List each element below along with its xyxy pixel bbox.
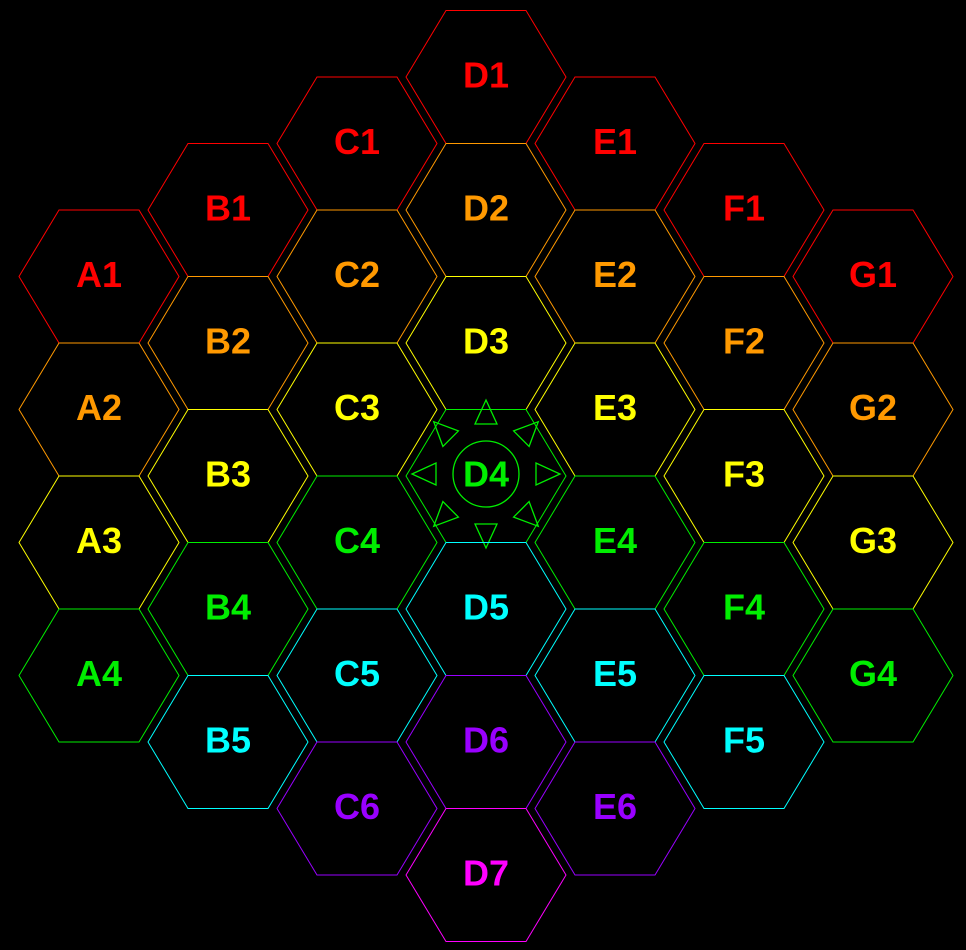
hex-label: E1 <box>593 121 637 162</box>
hex-cell-f4[interactable]: F4 <box>663 542 825 676</box>
hex-label: G4 <box>849 653 897 694</box>
hex-label: C5 <box>334 653 380 694</box>
hex-cell-e5[interactable]: E5 <box>534 608 696 743</box>
hex-cell-f2[interactable]: F2 <box>663 276 825 410</box>
hex-label: D4 <box>463 454 509 495</box>
hex-cell-g2[interactable]: G2 <box>792 342 954 477</box>
hex-label: B2 <box>205 321 251 362</box>
hex-label: C4 <box>334 520 380 561</box>
hex-label: D1 <box>463 55 509 96</box>
hex-label: D2 <box>463 188 509 229</box>
hex-label: D7 <box>463 853 509 894</box>
hex-label: E2 <box>593 254 637 295</box>
hex-label: G2 <box>849 387 897 428</box>
hex-cell-c3[interactable]: C3 <box>276 342 438 477</box>
hex-label: B5 <box>205 720 251 761</box>
hex-cell-e1[interactable]: E1 <box>534 76 696 211</box>
hex-cell-c5[interactable]: C5 <box>276 608 438 743</box>
hex-label: F4 <box>723 587 765 628</box>
hex-cell-a2[interactable]: A2 <box>18 342 180 477</box>
hex-label: A4 <box>76 653 122 694</box>
hex-label: F3 <box>723 454 765 495</box>
hex-label: G1 <box>849 254 897 295</box>
hex-cell-b4[interactable]: B4 <box>147 542 309 676</box>
hex-label: G3 <box>849 520 897 561</box>
hex-cell-d6[interactable]: D6 <box>405 675 567 809</box>
hex-label: C1 <box>334 121 380 162</box>
hex-cell-c4[interactable]: C4 <box>276 475 438 610</box>
hex-label: D5 <box>463 587 509 628</box>
hex-cell-d2[interactable]: D2 <box>405 143 567 277</box>
hex-cell-b5[interactable]: B5 <box>147 675 309 809</box>
hex-cell-f5[interactable]: F5 <box>663 675 825 809</box>
hex-cell-e6[interactable]: E6 <box>534 741 696 876</box>
hex-cell-g3[interactable]: G3 <box>792 475 954 610</box>
hex-label: C3 <box>334 387 380 428</box>
hex-label: B1 <box>205 188 251 229</box>
hex-cell-e3[interactable]: E3 <box>534 342 696 477</box>
hex-cell-d1[interactable]: D1 <box>405 10 567 144</box>
hex-cell-e2[interactable]: E2 <box>534 209 696 344</box>
hex-cell-b3[interactable]: B3 <box>147 409 309 543</box>
hex-label: E5 <box>593 653 637 694</box>
hex-label: F1 <box>723 188 765 229</box>
hex-label: A2 <box>76 387 122 428</box>
hex-label: D6 <box>463 720 509 761</box>
hex-cell-g1[interactable]: G1 <box>792 209 954 344</box>
hex-label: B4 <box>205 587 251 628</box>
hex-label: B3 <box>205 454 251 495</box>
sun-icon <box>410 398 562 550</box>
hex-cell-a3[interactable]: A3 <box>18 475 180 610</box>
hex-cell-a1[interactable]: A1 <box>18 209 180 344</box>
hex-cell-c1[interactable]: C1 <box>276 76 438 211</box>
hex-cell-a4[interactable]: A4 <box>18 608 180 743</box>
hex-label: A3 <box>76 520 122 561</box>
hex-label: F5 <box>723 720 765 761</box>
hex-label: D3 <box>463 321 509 362</box>
hex-label: F2 <box>723 321 765 362</box>
hex-cell-d3[interactable]: D3 <box>405 276 567 410</box>
hex-cell-d7[interactable]: D7 <box>405 808 567 942</box>
hex-cell-b2[interactable]: B2 <box>147 276 309 410</box>
hex-cell-d5[interactable]: D5 <box>405 542 567 676</box>
hex-cell-e4[interactable]: E4 <box>534 475 696 610</box>
hex-cell-b1[interactable]: B1 <box>147 143 309 277</box>
hex-cell-c2[interactable]: C2 <box>276 209 438 344</box>
hex-cell-c6[interactable]: C6 <box>276 741 438 876</box>
hex-label: E6 <box>593 786 637 827</box>
hex-label: E4 <box>593 520 637 561</box>
hex-cell-f3[interactable]: F3 <box>663 409 825 543</box>
hex-cell-f1[interactable]: F1 <box>663 143 825 277</box>
hex-cell-d4[interactable]: D4 <box>405 398 567 550</box>
hex-cell-g4[interactable]: G4 <box>792 608 954 743</box>
hex-label: A1 <box>76 254 122 295</box>
hex-label: C2 <box>334 254 380 295</box>
hex-label: E3 <box>593 387 637 428</box>
hex-label: C6 <box>334 786 380 827</box>
